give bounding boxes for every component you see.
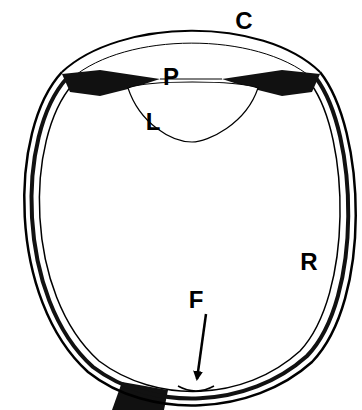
sclera	[24, 72, 355, 405]
part-label: F	[189, 288, 204, 312]
choroid	[32, 78, 349, 398]
cornea	[62, 31, 320, 72]
lens	[128, 82, 258, 142]
part-label: C	[235, 9, 252, 33]
part-label: P	[163, 65, 179, 89]
part-label: R	[300, 250, 317, 274]
part-label: L	[146, 110, 161, 134]
pointer-arrow	[197, 314, 206, 379]
fovea-pit	[178, 386, 214, 391]
